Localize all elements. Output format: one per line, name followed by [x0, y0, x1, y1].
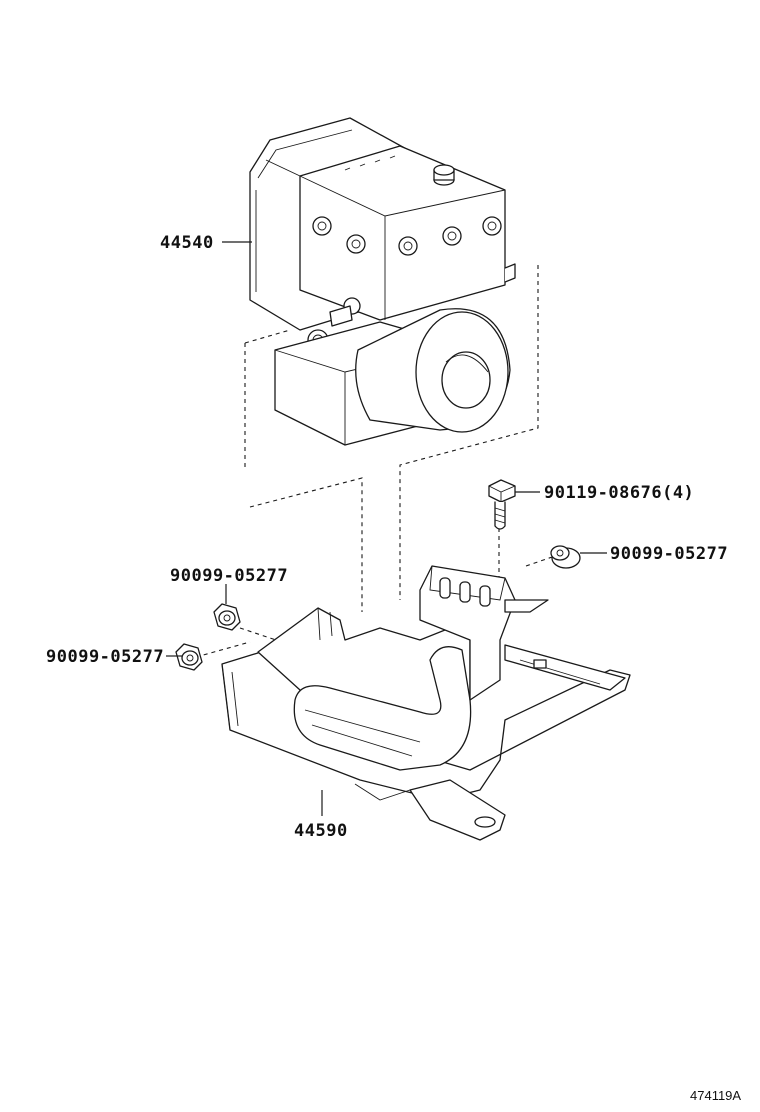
leader-lines	[166, 241, 607, 816]
nut-right	[550, 545, 581, 569]
part-label-flange-bolt: 90119-08676(4)	[544, 483, 694, 503]
assembly-guide-lines	[195, 265, 556, 658]
abs-bracket	[221, 565, 631, 841]
nut-top-left	[213, 603, 241, 631]
flange-bolt	[488, 479, 516, 530]
part-label-actuator: 44540	[160, 233, 214, 253]
part-label-bracket: 44590	[294, 821, 348, 841]
abs-actuator	[249, 117, 516, 446]
part-label-nut-top-left: 90099-05277	[170, 566, 288, 586]
part-label-nut-left: 90099-05277	[46, 647, 164, 667]
figure-id: 474119A	[690, 1088, 741, 1103]
nut-left	[175, 643, 203, 671]
part-label-nut-right: 90099-05277	[610, 544, 728, 564]
